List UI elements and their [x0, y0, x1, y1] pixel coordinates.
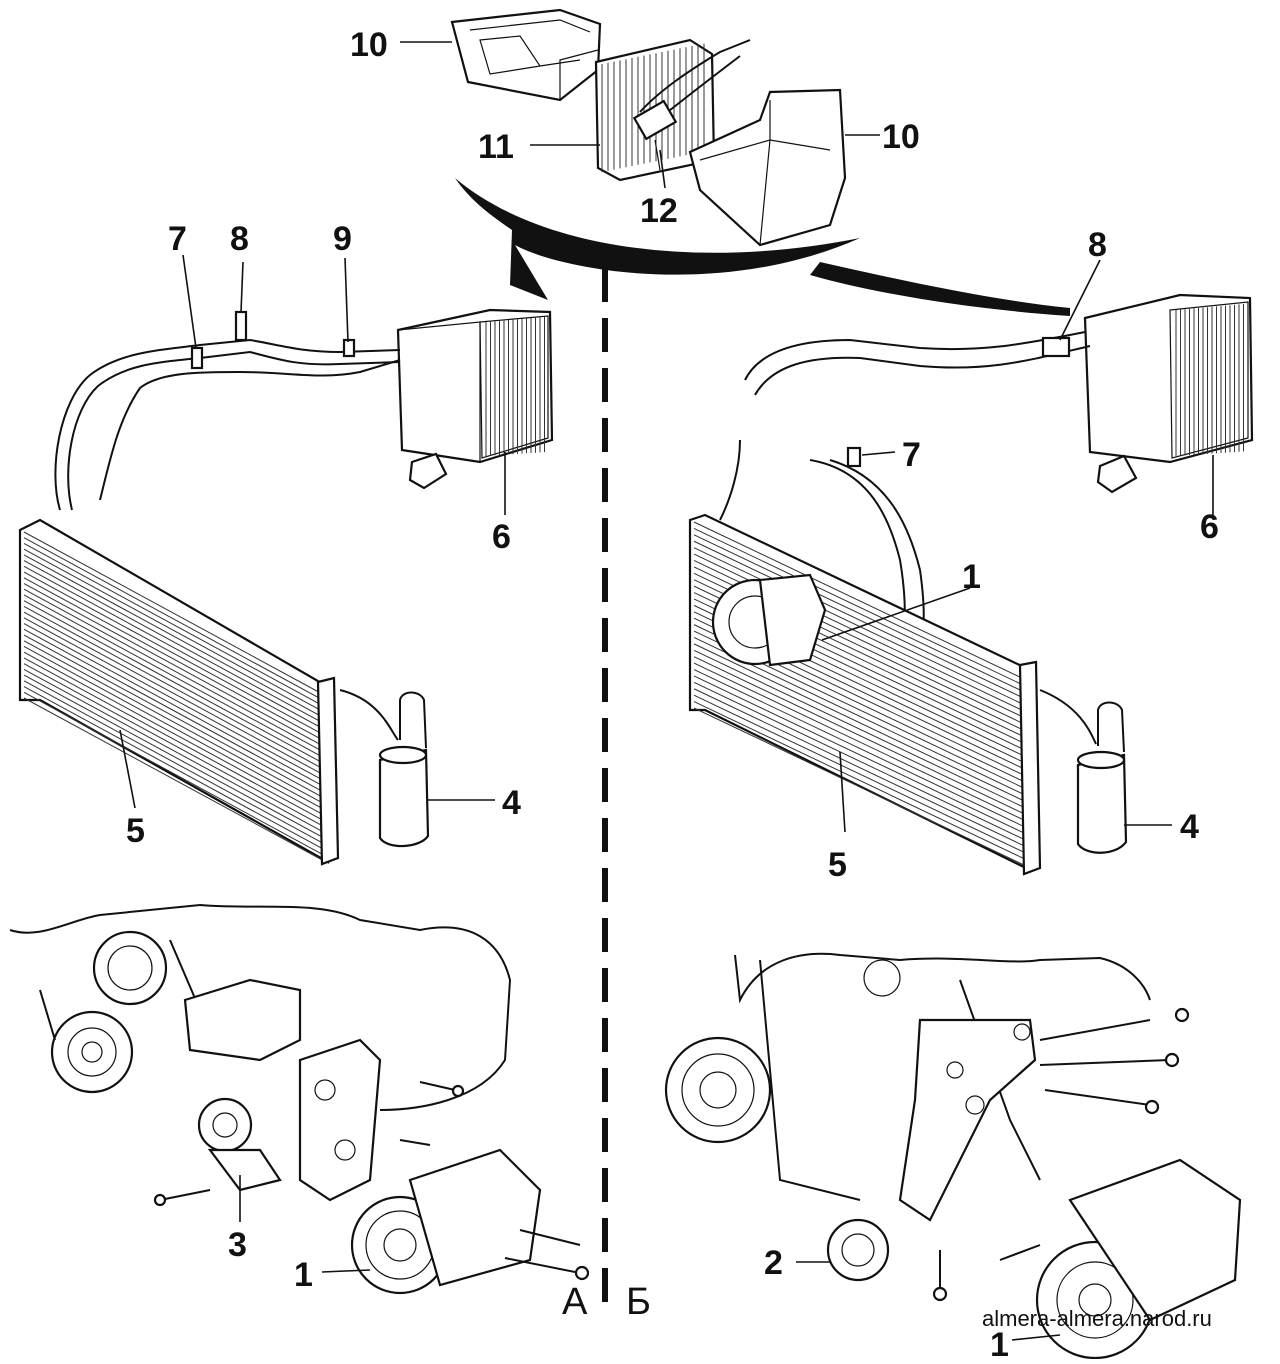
- receiver-drier-b: [1039, 689, 1128, 854]
- callout-a-3: 3: [228, 1226, 247, 1264]
- section-a-refrigerant-loop: [18, 254, 554, 866]
- section-b-compressor-mount: [664, 952, 1242, 1360]
- fin-line: [23, 571, 327, 737]
- callout-11: 11: [478, 128, 514, 166]
- callout-b-4: 4: [1180, 808, 1199, 846]
- fin-line: [693, 675, 1027, 835]
- fin-line: [23, 674, 327, 840]
- fin-line: [23, 646, 327, 811]
- fin-line: [693, 540, 1027, 700]
- section-a-compressor-mount: [9, 903, 590, 1295]
- callout-a-8: 8: [230, 220, 249, 258]
- callout-a-5: 5: [126, 812, 145, 850]
- fin-line: [23, 617, 327, 783]
- callout-b-2: 2: [764, 1244, 783, 1282]
- fin-line: [23, 691, 327, 857]
- fin-line: [23, 623, 327, 789]
- fin-line: [23, 548, 327, 714]
- fin-line: [23, 680, 327, 846]
- callout-a-1: 1: [294, 1256, 313, 1294]
- fin-line: [693, 662, 1027, 822]
- fin-line: [23, 605, 327, 771]
- fin-line: [693, 534, 1027, 694]
- evaporator-exploded-view: [450, 8, 1070, 316]
- callout-12: 12: [640, 192, 678, 230]
- fin-line: [23, 583, 327, 748]
- expansion-valve: [632, 99, 678, 171]
- callout-b-8: 8: [1088, 226, 1107, 264]
- fin-line: [693, 527, 1027, 687]
- callout-b-6: 6: [1200, 508, 1219, 546]
- fin-line: [23, 531, 327, 697]
- fin-line: [693, 681, 1027, 841]
- fin-line: [693, 694, 1027, 854]
- callout-a-9: 9: [333, 220, 352, 258]
- evaporator-lower-housing: [688, 88, 847, 247]
- fin-line: [23, 651, 327, 817]
- fin-line: [23, 611, 327, 777]
- detail-arrow-right: [810, 262, 1070, 316]
- detail-arrow: [455, 178, 860, 300]
- callout-a-4: 4: [502, 784, 521, 822]
- fin-line: [23, 543, 327, 708]
- fin-line: [23, 634, 327, 800]
- fin-line: [693, 688, 1027, 848]
- fin-line: [693, 643, 1027, 803]
- section-label-b: Б: [626, 1281, 651, 1323]
- fin-line: [23, 560, 327, 726]
- fin-line: [693, 701, 1027, 861]
- fin-line: [693, 521, 1027, 681]
- fin-line: [23, 657, 327, 823]
- evaporator-unit-a: [396, 308, 554, 490]
- evaporator-unit-b: [1083, 293, 1254, 494]
- callout-a-6: 6: [492, 518, 511, 556]
- evaporator-upper-housing: [450, 8, 602, 102]
- callout-10-lower: 10: [882, 118, 920, 156]
- fin-line: [693, 649, 1027, 809]
- fin-line: [23, 537, 327, 703]
- fin-line: [23, 663, 327, 829]
- fin-line: [693, 707, 1027, 867]
- fin-line: [693, 669, 1027, 828]
- fin-line: [23, 600, 327, 766]
- fin-line: [23, 554, 327, 720]
- fin-line: [23, 577, 327, 743]
- compressor-b-lower: [1035, 1158, 1242, 1360]
- callout-b-1-lower: 1: [990, 1326, 1009, 1359]
- receiver-drier-a: [339, 689, 430, 848]
- fin-line: [23, 565, 327, 731]
- fin-line: [23, 588, 327, 754]
- condenser-b: [688, 513, 1042, 876]
- compressor-b-upper: [711, 573, 827, 667]
- callout-b-1-upper: 1: [962, 558, 981, 596]
- site-watermark: almera-almera.narod.ru: [982, 1306, 1212, 1331]
- callout-10-upper: 10: [350, 26, 388, 64]
- section-b-refrigerant-loop: [688, 259, 1254, 876]
- fin-line: [23, 686, 327, 851]
- fin-line: [23, 697, 327, 863]
- callout-b-7: 7: [902, 436, 921, 474]
- condenser-a: [18, 518, 340, 866]
- fin-line: [693, 656, 1027, 816]
- callout-labels: 10 10 11 12 7 8 9 6 5 4 3 1 8 7 6 1 5 4 …: [126, 26, 1219, 1364]
- fin-line: [23, 668, 327, 834]
- section-label-a: А: [562, 1281, 588, 1323]
- callout-b-5: 5: [828, 846, 847, 884]
- fin-line: [23, 594, 327, 760]
- fin-line: [23, 628, 327, 794]
- compressor-a: [350, 1148, 542, 1295]
- fin-line: [23, 640, 327, 806]
- callout-a-7: 7: [168, 220, 187, 258]
